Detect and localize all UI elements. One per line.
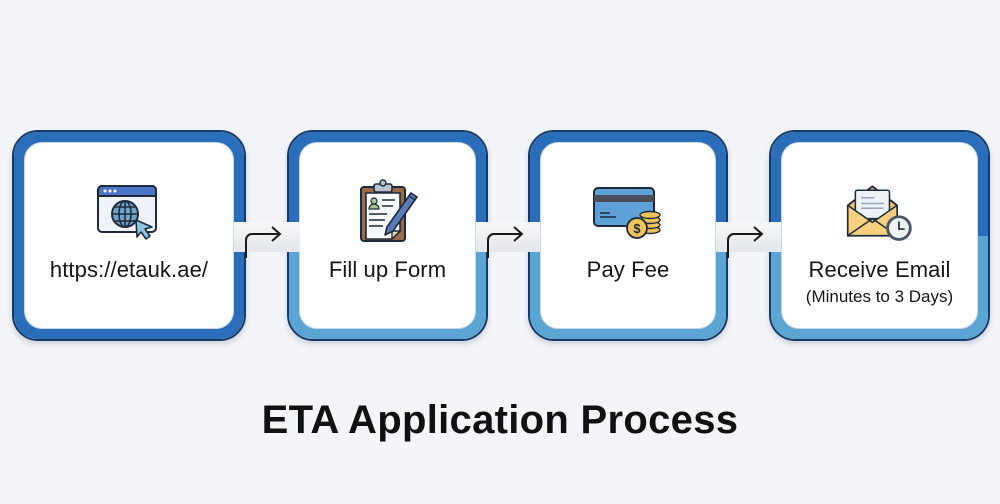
- clipboard-pen-icon: [352, 179, 424, 245]
- step-visit-website: https://etauk.ae/: [12, 130, 246, 341]
- step-fill-form: Fill up Form: [287, 130, 488, 341]
- step-card: https://etauk.ae/: [24, 142, 234, 329]
- step-label: Receive Email: [808, 257, 951, 282]
- arrow-right-icon: [245, 226, 282, 258]
- step-sublabel: (Minutes to 3 Days): [805, 287, 954, 306]
- step-receive-email: Receive Email (Minutes to 3 Days): [769, 130, 990, 341]
- connector-band: [476, 222, 540, 252]
- browser-globe-cursor-icon: [93, 179, 165, 245]
- arrow-right-icon: [727, 226, 764, 258]
- step-card: Receive Email (Minutes to 3 Days): [781, 142, 978, 329]
- svg-text:$: $: [633, 221, 641, 236]
- credit-card-coins-icon: $: [592, 179, 664, 245]
- step-card: Fill up Form: [299, 142, 476, 329]
- envelope-clock-icon: [844, 179, 916, 245]
- arrow-right-icon: [487, 226, 524, 258]
- connector-band: [716, 222, 781, 252]
- step-label: Fill up Form: [328, 257, 447, 282]
- step-label: https://etauk.ae/: [49, 257, 209, 282]
- step-pay-fee: $ Pay Fee: [528, 130, 728, 341]
- step-card: $ Pay Fee: [540, 142, 716, 329]
- diagram-title: ETA Application Process: [261, 398, 739, 442]
- step-label: Pay Fee: [586, 257, 670, 282]
